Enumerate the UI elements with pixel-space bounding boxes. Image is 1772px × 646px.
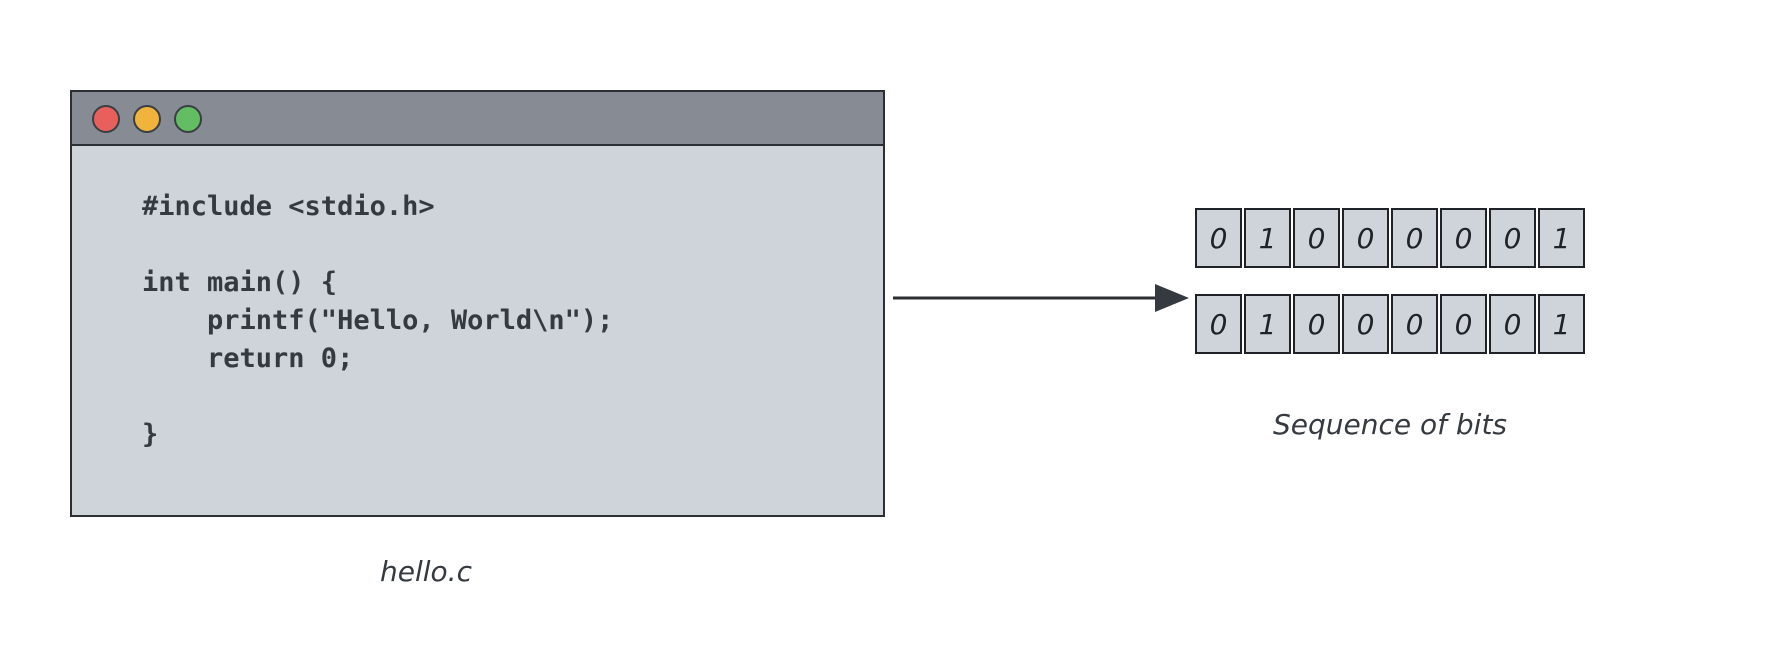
arrow-right-icon	[893, 284, 1189, 312]
bit-cell: 0	[1195, 208, 1242, 268]
bit-cell: 0	[1489, 208, 1536, 268]
close-button-icon[interactable]	[92, 105, 120, 133]
bits-caption: Sequence of bits	[1272, 408, 1508, 441]
source-code: #include <stdio.h>​int main() { printf("…	[142, 188, 613, 454]
maximize-button-icon[interactable]	[174, 105, 202, 133]
code-editor-window: #include <stdio.h>​int main() { printf("…	[70, 90, 885, 517]
bit-cell: 0	[1293, 294, 1340, 354]
bit-cell: 0	[1195, 294, 1242, 354]
bit-cell: 0	[1440, 208, 1487, 268]
window-titlebar	[72, 92, 883, 146]
minimize-button-icon[interactable]	[133, 105, 161, 133]
code-line: #include <stdio.h>	[142, 191, 435, 222]
bit-cell: 1	[1244, 294, 1291, 354]
code-line: ​	[142, 378, 613, 416]
bit-cell: 0	[1391, 208, 1438, 268]
bit-cell: 0	[1342, 208, 1389, 268]
code-line: int main() {	[142, 267, 338, 298]
bit-cell: 1	[1538, 294, 1585, 354]
bit-cell: 0	[1440, 294, 1487, 354]
file-caption: hello.c	[380, 555, 472, 588]
code-line: ​	[142, 226, 613, 264]
bit-cell: 0	[1391, 294, 1438, 354]
code-line: printf("Hello, World\n");	[142, 305, 614, 336]
bit-cell: 0	[1293, 208, 1340, 268]
bit-cell: 0	[1489, 294, 1536, 354]
bit-cell: 0	[1342, 294, 1389, 354]
bit-cell: 1	[1244, 208, 1291, 268]
bit-cell: 1	[1538, 208, 1585, 268]
code-line: }	[142, 419, 159, 450]
code-line: return 0;	[142, 343, 354, 374]
